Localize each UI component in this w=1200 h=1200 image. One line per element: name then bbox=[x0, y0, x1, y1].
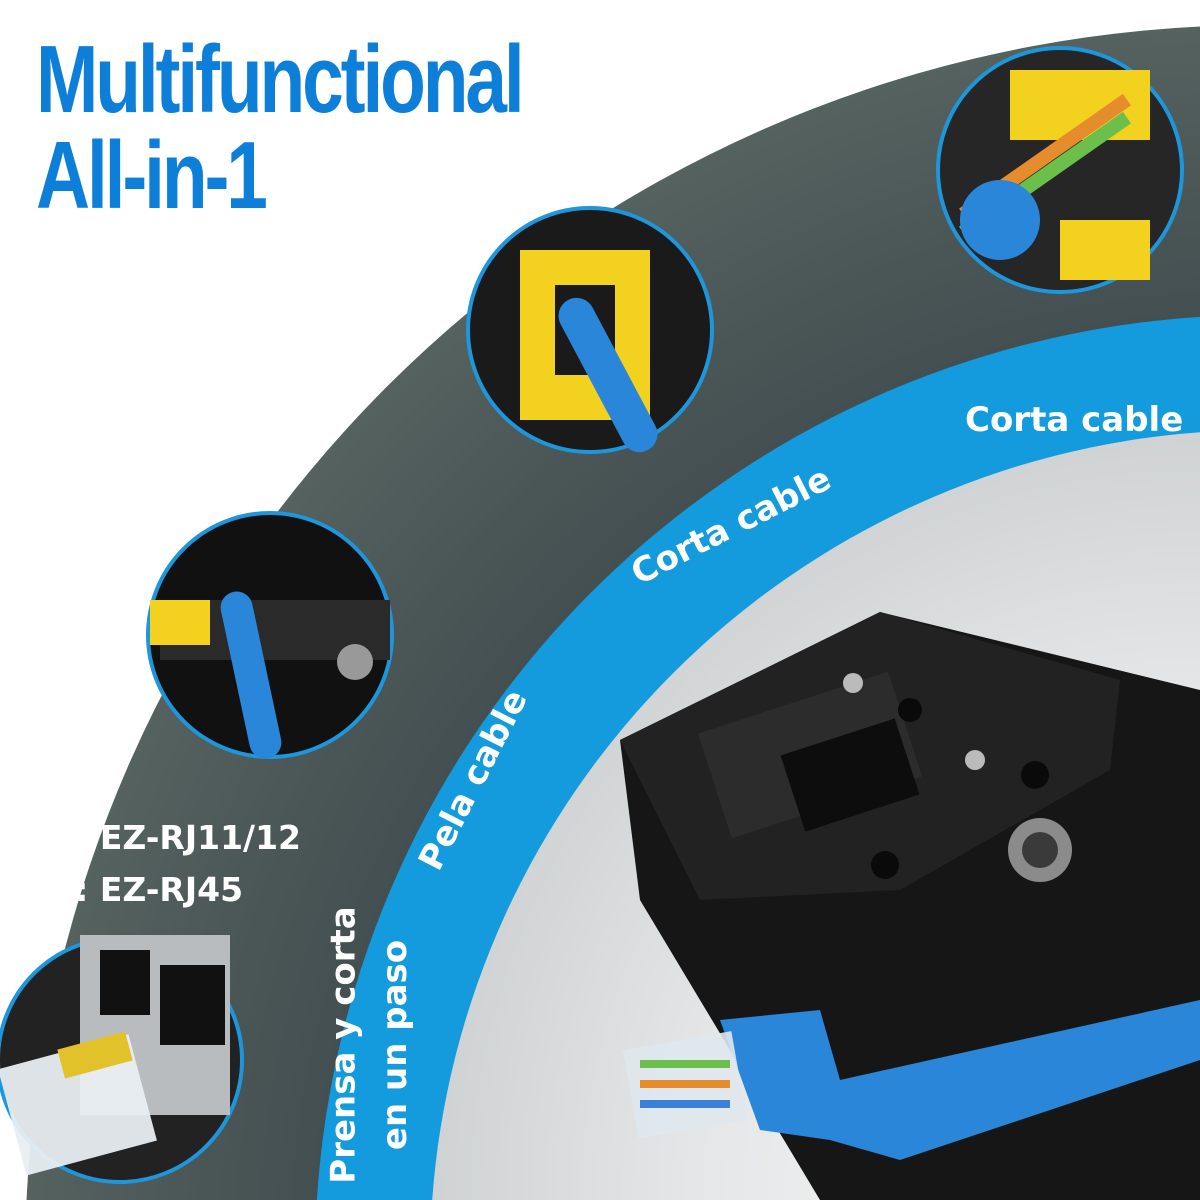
title-line-2: All-in-1 bbox=[36, 122, 268, 229]
detail-circle-ports bbox=[0, 935, 244, 1184]
feature-label-crimp-2: en un paso bbox=[375, 939, 416, 1151]
feature-label-crimp-1: Prensa y corta bbox=[323, 906, 364, 1184]
crimp-tool-image bbox=[620, 612, 1200, 1200]
detail-circle-cutter bbox=[936, 46, 1184, 294]
detail-circle-blade bbox=[146, 511, 394, 759]
feature-label-cutter-top: Corta cable bbox=[965, 400, 1184, 440]
spec-6p: 6P: EZ-RJ11/12 bbox=[28, 818, 302, 857]
spec-8p: 8P: EZ-RJ45 bbox=[28, 870, 244, 909]
title-line-1: Multifunctional bbox=[36, 26, 525, 133]
detail-circle-stripper bbox=[466, 206, 714, 454]
